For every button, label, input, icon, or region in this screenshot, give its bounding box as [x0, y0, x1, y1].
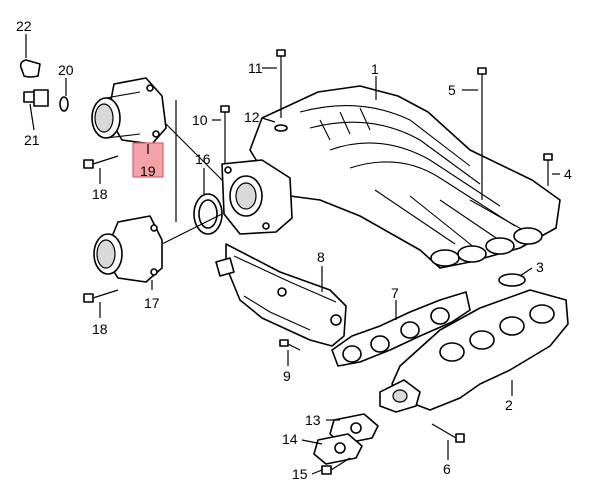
callout-5: 5 [448, 82, 456, 98]
bolt-11 [276, 49, 286, 118]
intake-duct-bracket [215, 243, 347, 347]
gasket-ring [193, 193, 223, 235]
retaining-clip [19, 59, 41, 78]
callout-10: 10 [192, 112, 208, 128]
callout-12: 12 [244, 109, 260, 125]
connector-pipe-upper [91, 77, 167, 145]
cover-plate [313, 413, 379, 465]
o-ring [498, 273, 526, 287]
callout-18-lower: 18 [92, 321, 108, 337]
callout-22: 22 [16, 18, 32, 34]
bolt-9 [279, 339, 301, 351]
callout-4: 4 [564, 166, 572, 182]
callout-20: 20 [58, 62, 74, 78]
callout-9: 9 [283, 368, 291, 384]
connector-pipe-lower [93, 215, 163, 283]
seal-ring [59, 96, 69, 112]
callout-14: 14 [282, 431, 298, 447]
callout-1: 1 [371, 61, 379, 77]
callout-2: 2 [505, 397, 513, 413]
callout-13: 13 [305, 412, 321, 428]
callout-16: 16 [195, 151, 211, 167]
callout-8: 8 [317, 249, 325, 265]
sensor [23, 89, 49, 107]
callout-17: 17 [144, 295, 160, 311]
callout-6: 6 [443, 461, 451, 477]
callout-7: 7 [391, 285, 399, 301]
lower-intake-manifold [379, 289, 569, 413]
callout-11: 11 [248, 60, 263, 76]
upper-intake-manifold [249, 85, 561, 269]
callout-21: 21 [24, 132, 40, 148]
callout-18-upper: 18 [92, 186, 108, 202]
callout-15: 15 [292, 466, 308, 482]
bolt-18-upper [83, 155, 119, 169]
manifold-gasket [331, 291, 471, 367]
callout-19: 19 [140, 163, 156, 179]
washer-12 [274, 124, 288, 132]
bolt-5 [477, 67, 487, 200]
callout-labels: 1 2 3 4 5 6 7 8 9 10 11 12 13 14 15 16 1… [16, 18, 572, 482]
throttle-body-flange [221, 159, 293, 235]
callout-3: 3 [536, 259, 544, 275]
bolt-10 [220, 105, 230, 164]
bolt-18-lower [83, 289, 119, 303]
bolt-4 [543, 153, 553, 186]
leader-lines [25, 34, 560, 475]
bolt-6 [431, 423, 465, 443]
